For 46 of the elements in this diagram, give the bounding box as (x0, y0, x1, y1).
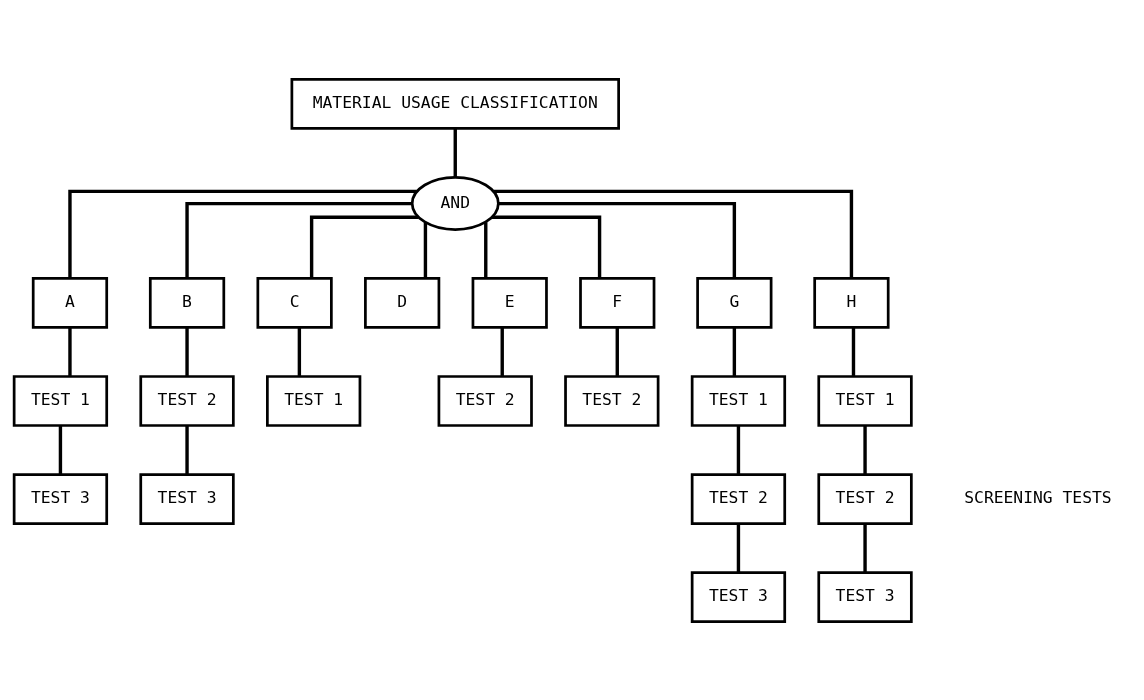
connector (185, 201, 412, 278)
node-box: H (813, 276, 890, 329)
connector (493, 189, 854, 278)
connector (185, 425, 189, 474)
connector (736, 523, 741, 572)
connector (68, 327, 72, 376)
node-box: TEST 1 (266, 374, 362, 427)
connector (492, 215, 602, 278)
node-box: TEST 2 (690, 472, 787, 525)
connector (297, 327, 302, 376)
connector (309, 215, 419, 278)
node-box: TEST 3 (139, 472, 235, 525)
connector (498, 201, 737, 278)
connector (736, 425, 741, 474)
node-box: F (579, 276, 656, 329)
node-box: TEST 1 (12, 374, 109, 427)
node-box: MATERIAL USAGE CLASSIFICATION (290, 77, 620, 130)
node-box: TEST 2 (564, 374, 660, 427)
node-box: D (364, 276, 441, 329)
node-box: TEST 2 (817, 472, 913, 525)
connector (423, 222, 428, 278)
node-box: TEST 1 (690, 374, 787, 427)
connector (484, 221, 488, 278)
node-box: TEST 2 (139, 374, 235, 427)
node-box: C (256, 276, 333, 329)
node-box: G (696, 276, 773, 329)
node-ellipse: AND (410, 175, 500, 231)
node-box: E (471, 276, 548, 329)
node-box: TEST 3 (12, 472, 109, 525)
node-box: TEST 1 (817, 374, 913, 427)
connector (863, 425, 867, 474)
connector (732, 327, 737, 376)
connector (185, 327, 189, 376)
node-box: TEST 3 (690, 570, 787, 623)
connector (453, 128, 457, 177)
node-box: B (148, 276, 226, 329)
connector (58, 425, 63, 474)
connector (851, 327, 856, 376)
label: SCREENING TESTS (964, 487, 1112, 507)
connector (68, 189, 417, 278)
node-box: A (31, 276, 109, 329)
node-box: TEST 3 (817, 570, 913, 623)
connector (863, 523, 867, 572)
connector (500, 327, 504, 376)
connector (615, 327, 619, 376)
node-box: TEST 2 (437, 374, 533, 427)
